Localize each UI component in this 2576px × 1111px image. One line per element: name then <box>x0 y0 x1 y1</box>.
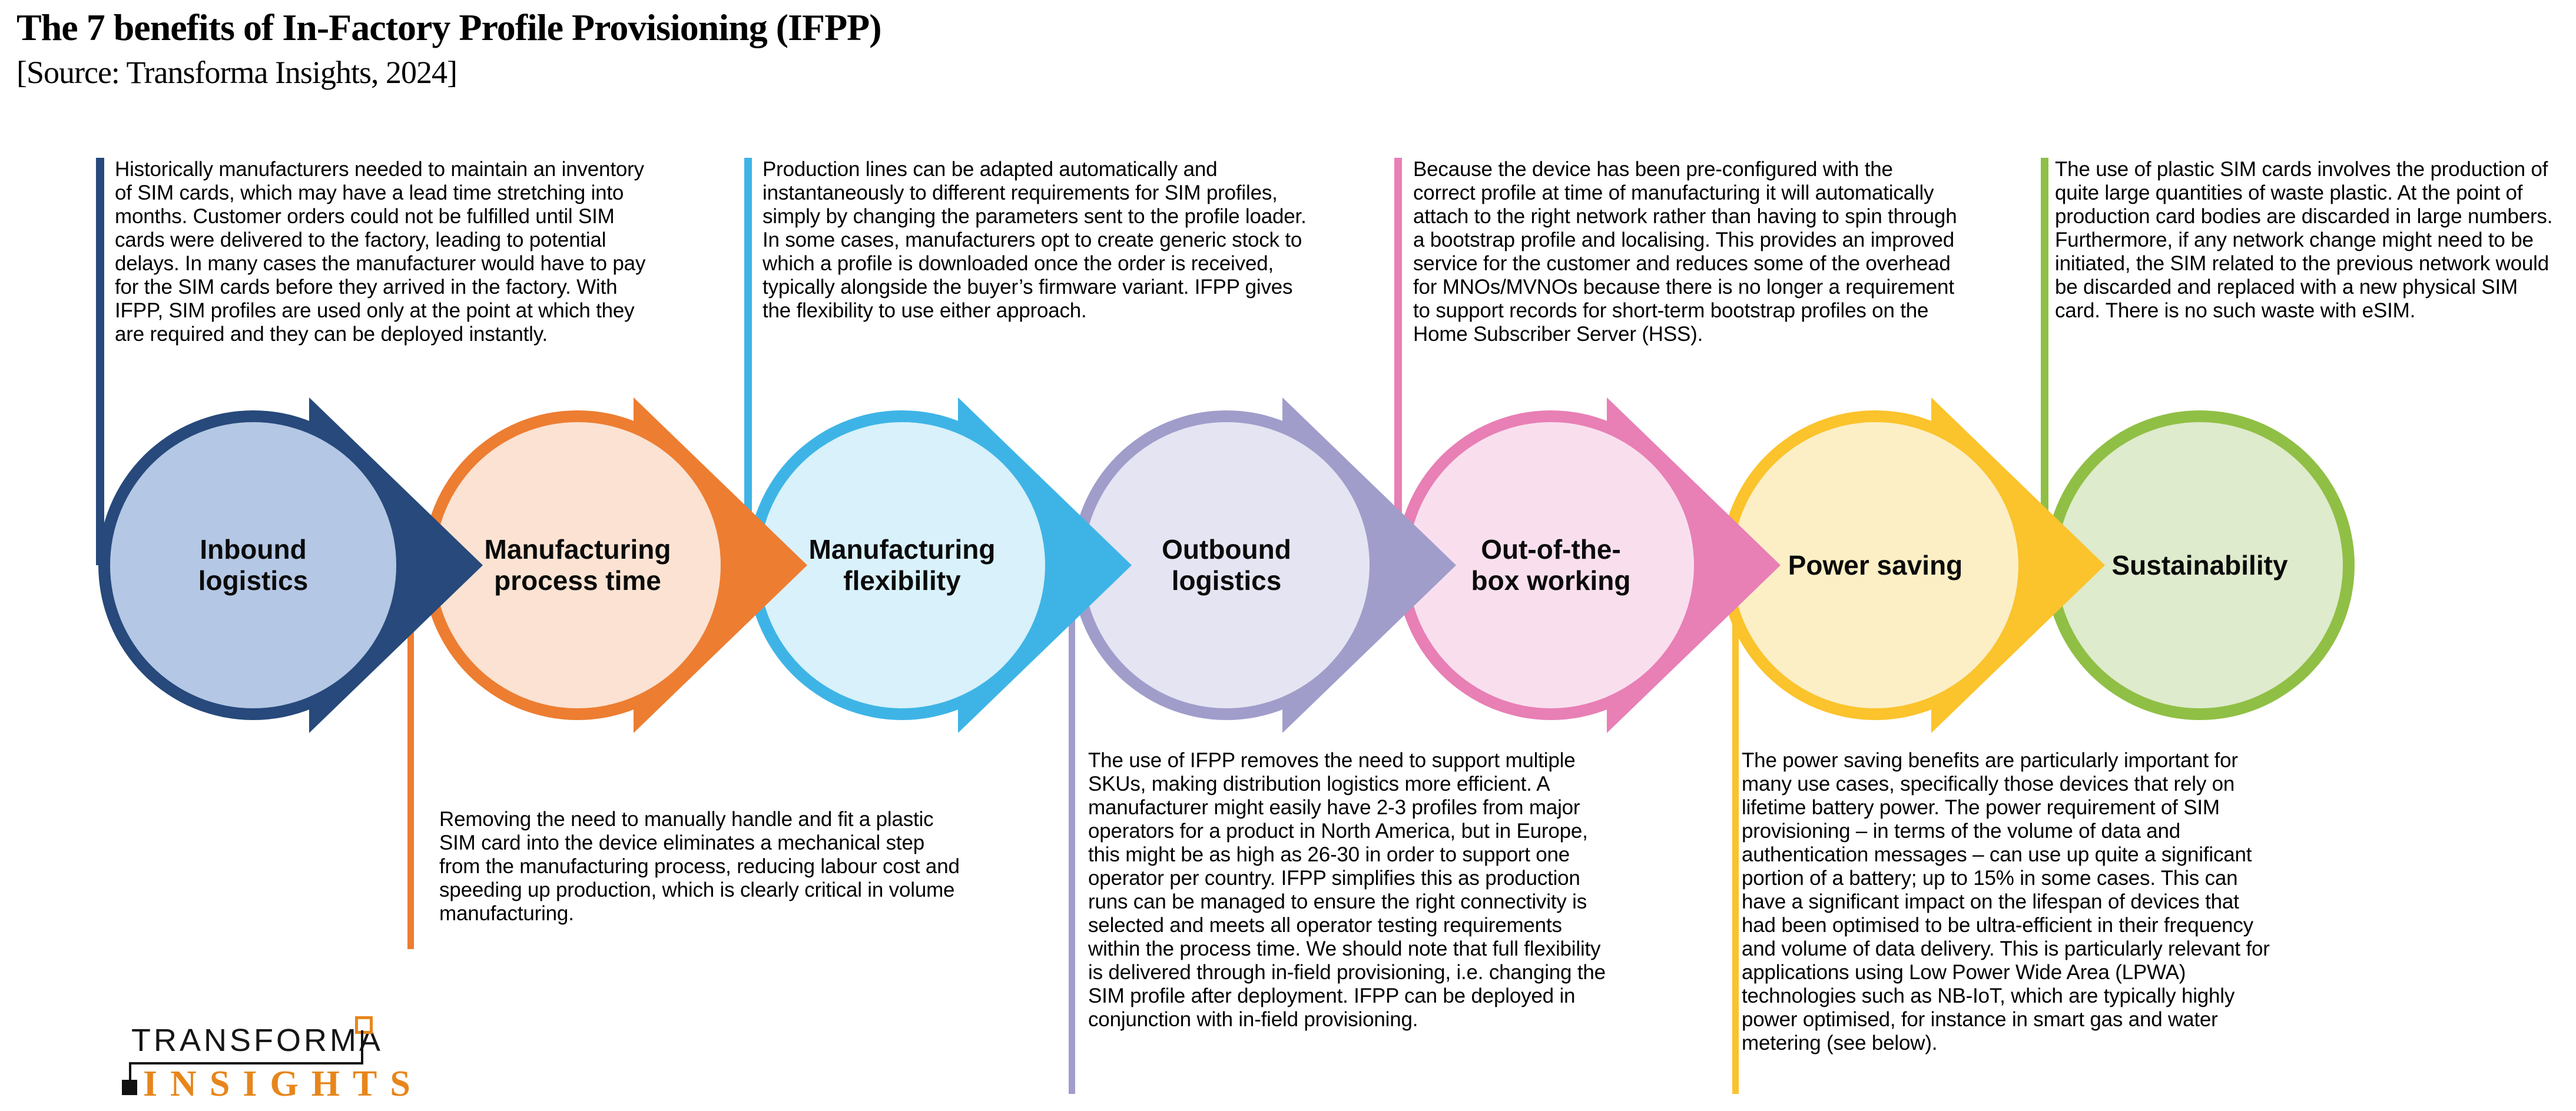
benefit-label-outbound-logistics: Outbound logistics <box>1162 534 1291 596</box>
benefit-label-sustainability: Sustainability <box>2111 549 2288 581</box>
benefit-note-out-of-the-box-working: Because the device has been pre-configur… <box>1413 158 1957 346</box>
connector-line-inbound-logistics <box>96 158 104 565</box>
benefit-note-inbound-logistics: Historically manufacturers needed to mai… <box>115 158 646 346</box>
connector-line-out-of-the-box-working <box>1394 158 1402 565</box>
logo-transforma-text: TRANSFORMA <box>131 1023 383 1058</box>
connector-line-sustainability <box>2041 158 2048 565</box>
orange-square-icon <box>355 1016 373 1034</box>
benefit-label-manufacturing-flexibility: Manufacturing flexibility <box>808 534 996 596</box>
benefit-note-outbound-logistics: The use of IFPP removes the need to supp… <box>1088 749 1606 1031</box>
benefit-note-manufacturing-flexibility: Production lines can be adapted automati… <box>762 158 1307 322</box>
benefit-note-power-saving: The power saving benefits are particular… <box>1742 749 2270 1054</box>
benefit-label-power-saving: Power saving <box>1788 549 1963 581</box>
benefit-note-manufacturing-process-time: Removing the need to manually handle and… <box>439 808 960 925</box>
benefit-circle-inbound-logistics: Inbound logistics <box>98 410 408 720</box>
page-subtitle: [Source: Transforma Insights, 2024] <box>16 55 457 90</box>
benefit-label-inbound-logistics: Inbound logistics <box>198 534 309 596</box>
logo-connector-vertical-right <box>361 1030 363 1063</box>
benefit-note-sustainability: The use of plastic SIM cards involves th… <box>2055 158 2553 322</box>
logo-connector-horizontal <box>129 1062 363 1064</box>
logo-connector-vertical-left <box>129 1062 131 1082</box>
benefit-label-out-of-the-box-working: Out-of-the-box working <box>1471 534 1631 596</box>
connector-line-manufacturing-process-time <box>407 565 414 949</box>
benefit-label-manufacturing-process-time: Manufacturing process time <box>484 534 671 596</box>
connector-line-outbound-logistics <box>1069 565 1075 1094</box>
connector-line-manufacturing-flexibility <box>744 158 752 565</box>
benefit-circle-fill-outbound-logistics: Outbound logistics <box>1083 422 1370 708</box>
benefit-circle-fill-inbound-logistics: Inbound logistics <box>110 422 396 708</box>
page-title: The 7 benefits of In-Factory Profile Pro… <box>16 6 882 48</box>
transforma-insights-logo: TRANSFORMA INSIGHTS <box>115 1000 503 1109</box>
black-square-icon <box>122 1080 137 1095</box>
logo-insights-text: INSIGHTS <box>143 1064 423 1104</box>
connector-line-power-saving <box>1732 565 1739 1094</box>
